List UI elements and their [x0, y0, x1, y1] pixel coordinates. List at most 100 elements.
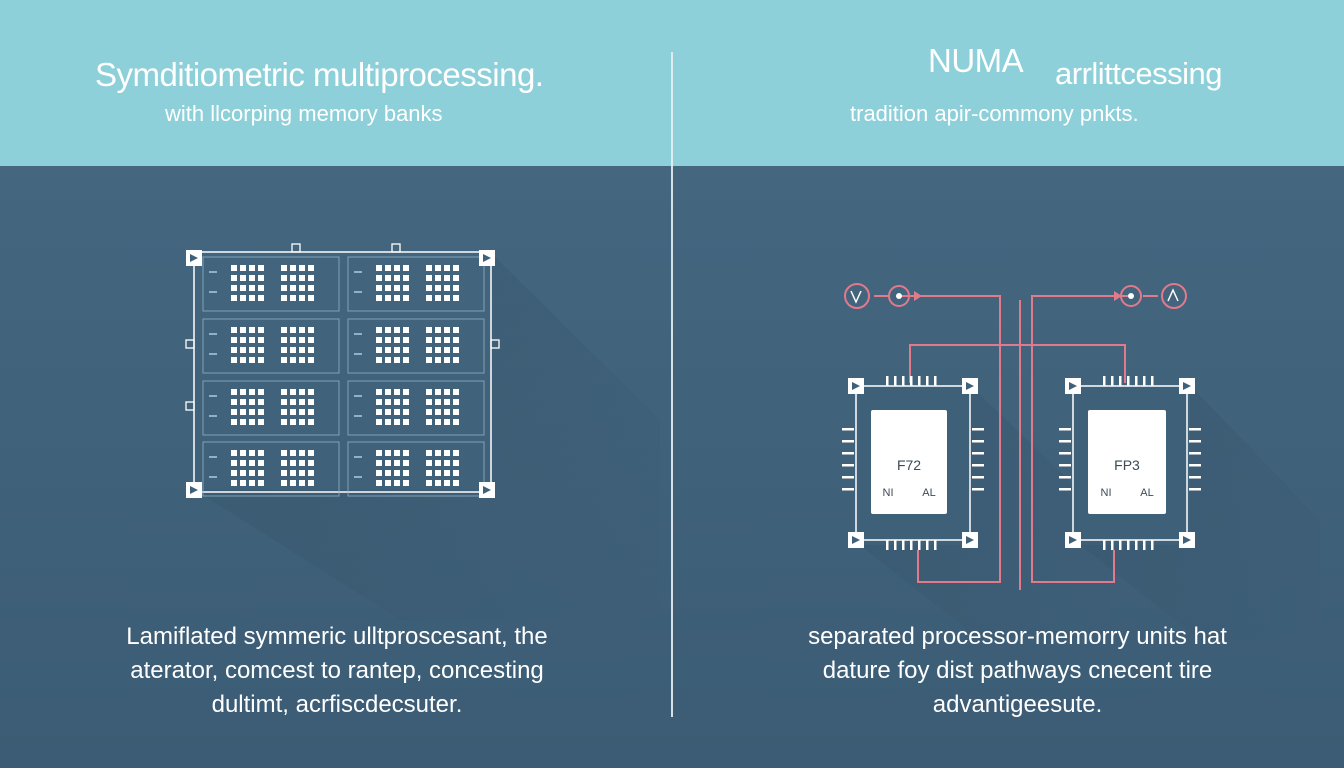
- node-a-sub-left: NI: [883, 487, 894, 499]
- pin: [894, 540, 897, 550]
- pin: [926, 376, 929, 386]
- memory-bank: [202, 318, 340, 374]
- corner-mount: [186, 250, 202, 266]
- numa-description: separated processor-memorry units hat da…: [745, 620, 1290, 722]
- pin: [1189, 452, 1201, 455]
- pin: [1111, 376, 1114, 386]
- memory-bank: [347, 441, 485, 497]
- connector-icons: [844, 283, 1187, 309]
- smp-pin-right-1: [490, 339, 500, 349]
- node-b-label: FP3: [1114, 457, 1140, 473]
- numa-title-rest: arrlittcessing: [1055, 56, 1223, 91]
- pin: [894, 376, 897, 386]
- memory-bank: [347, 318, 485, 374]
- pin: [918, 376, 921, 386]
- pin: [1059, 440, 1071, 443]
- smp-title: Symditiometric multiprocessing.: [95, 56, 544, 93]
- smp-board-frame: [193, 251, 492, 493]
- pin: [1103, 376, 1106, 386]
- pin: [1135, 376, 1138, 386]
- node-b-sub-right: AL: [1140, 487, 1153, 499]
- pin: [842, 464, 854, 467]
- pin: [902, 540, 905, 550]
- memory-bank: [202, 256, 340, 312]
- corner-mount: [848, 378, 864, 394]
- pin: [1119, 376, 1122, 386]
- pin: [1127, 376, 1130, 386]
- smp-pin-left-1: [185, 339, 195, 349]
- numa-description-line: separated processor-memorry units hat: [808, 623, 1227, 650]
- pin: [1143, 540, 1146, 550]
- corner-mount: [186, 482, 202, 498]
- smp-description-line: dultimt, acrfiscdecsuter.: [211, 691, 463, 718]
- corner-mount: [479, 482, 495, 498]
- pin: [972, 476, 984, 479]
- corner-mount: [1179, 532, 1195, 548]
- memory-bank: [347, 380, 485, 436]
- pin: [972, 488, 984, 491]
- corner-mount: [848, 532, 864, 548]
- node-b-sub-left: NI: [1101, 487, 1112, 499]
- pin: [1189, 428, 1201, 431]
- pin: [910, 540, 913, 550]
- pin: [972, 428, 984, 431]
- smp-description-line: Lamiflated symmeric ulltproscesant, the: [126, 623, 548, 650]
- memory-bank: [202, 380, 340, 436]
- pin: [842, 428, 854, 431]
- pin: [1119, 540, 1122, 550]
- pin: [842, 440, 854, 443]
- pin: [886, 376, 889, 386]
- center-divider: [671, 52, 673, 717]
- pin: [910, 376, 913, 386]
- pin: [1059, 452, 1071, 455]
- pin: [1111, 540, 1114, 550]
- pin: [972, 464, 984, 467]
- corner-mount: [479, 250, 495, 266]
- connector-right-icon: [1161, 283, 1187, 309]
- pin: [934, 540, 937, 550]
- connector-left-icon: [844, 283, 870, 309]
- pin: [918, 540, 921, 550]
- node-a-shadow: [860, 385, 1110, 640]
- node-b-memory-chip: [1088, 410, 1166, 514]
- pin: [1151, 540, 1154, 550]
- pin: [1059, 476, 1071, 479]
- pin: [1059, 464, 1071, 467]
- pin: [934, 376, 937, 386]
- numa-title-main: NUMA: [928, 42, 1024, 79]
- numa-node-a: [842, 376, 984, 550]
- pin: [842, 488, 854, 491]
- corner-mount: [1179, 378, 1195, 394]
- pin: [842, 452, 854, 455]
- pin: [1127, 540, 1130, 550]
- smp-pin-top-1: [291, 243, 301, 253]
- pin: [842, 476, 854, 479]
- pin: [1059, 488, 1071, 491]
- pin: [926, 540, 929, 550]
- node-a-sub-right: AL: [922, 487, 935, 499]
- arrow-right: [1114, 291, 1122, 301]
- pin: [1189, 440, 1201, 443]
- connector-left-inner-icon: [888, 285, 910, 307]
- numa-description-line: advantigeesute.: [932, 691, 1103, 718]
- node-b-shadow: [1080, 385, 1320, 640]
- smp-pin-left-2: [185, 401, 195, 411]
- pin: [1189, 488, 1201, 491]
- pin: [972, 440, 984, 443]
- node-a-memory-chip: [871, 410, 947, 514]
- smp-subtitle: with llcorping memory banks: [165, 101, 443, 126]
- numa-node-b: [1059, 376, 1201, 550]
- corner-mount: [1065, 378, 1081, 394]
- pin: [1189, 464, 1201, 467]
- numa-interconnect: [874, 295, 1158, 590]
- pin: [1143, 376, 1146, 386]
- smp-pin-top-2: [391, 243, 401, 253]
- smp-corner-mounts: [186, 250, 495, 498]
- connector-right-inner-icon: [1120, 285, 1142, 307]
- pin: [1189, 476, 1201, 479]
- pin: [1151, 376, 1154, 386]
- pin: [902, 376, 905, 386]
- smp-shadow: [195, 252, 660, 620]
